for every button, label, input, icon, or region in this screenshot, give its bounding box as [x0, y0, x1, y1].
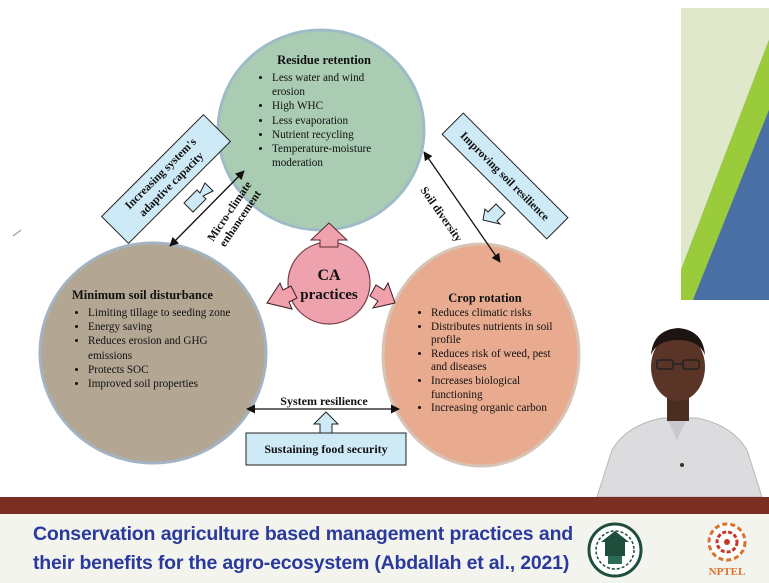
adaptive-capacity-arrow-icon [183, 182, 214, 213]
list-item: Distributes nutrients in soil profile [431, 321, 555, 348]
ca-label: CA [317, 267, 341, 284]
crop-rotation-title: Crop rotation [448, 291, 522, 305]
list-item: Temperature-moisture moderation [272, 142, 392, 170]
soil-resilience-arrow-icon [482, 203, 506, 225]
residue-retention-text: Residue retention Less water and wind er… [256, 53, 392, 170]
list-item: Increases biological functioning [431, 375, 555, 402]
list-item: Reduces risk of weed, pest and diseases [431, 348, 555, 375]
soil-diversity-label: Soil diversity [418, 185, 465, 245]
pen-mark [12, 229, 22, 237]
minimum-soil-disturbance-circle [38, 241, 268, 465]
food-security-callout: Sustaining food security [245, 411, 407, 466]
list-item: High WHC [272, 99, 392, 113]
nptel-logo-icon: NPTEL [707, 522, 747, 578]
list-item: Less water and wind erosion [272, 71, 392, 99]
food-security-text: Sustaining food security [264, 442, 387, 456]
footer-bar [0, 497, 769, 514]
arrow-to-residue-icon [309, 222, 349, 248]
soil-resilience-text: Improving soil resilience [458, 130, 552, 224]
crop-rotation-list: Reduces climatic risks Distributes nutri… [415, 307, 555, 416]
presenter-video [587, 300, 769, 497]
list-item: Less evaporation [272, 114, 392, 128]
soil-diversity-connector [423, 151, 501, 263]
practices-label: practices [300, 287, 358, 303]
list-item: Increasing organic carbon [431, 402, 555, 416]
arrow-to-disturbance-icon [266, 281, 298, 310]
minimum-soil-disturbance-title: Minimum soil disturbance [72, 288, 213, 302]
residue-retention-title: Residue retention [277, 53, 371, 67]
iit-logo-icon [587, 522, 643, 578]
list-item: Protects SOC [88, 363, 252, 377]
slide-title: Conservation agriculture based managemen… [33, 523, 573, 574]
list-item: Limiting tillage to seeding zone [88, 306, 252, 320]
nptel-label: NPTEL [709, 566, 746, 578]
crop-rotation-text: Crop rotation Reduces climatic risks Dis… [415, 291, 555, 416]
minimum-soil-disturbance-list: Limiting tillage to seeding zone Energy … [72, 306, 252, 391]
soil-resilience-callout: Improving soil resilience [441, 112, 569, 240]
system-resilience-label: System resilience [280, 394, 368, 408]
list-item: Energy saving [88, 320, 252, 334]
micro-climate-connector [169, 170, 245, 247]
list-item: Reduces climatic risks [431, 307, 555, 321]
residue-retention-list: Less water and wind erosion High WHC Les… [256, 71, 392, 170]
minimum-soil-disturbance-text: Minimum soil disturbance Limiting tillag… [72, 288, 252, 391]
arrow-to-rotation-icon [369, 281, 396, 309]
list-item: Improved soil properties [88, 377, 252, 391]
list-item: Nutrient recycling [272, 128, 392, 142]
food-security-arrow-icon [312, 411, 340, 434]
list-item: Reduces erosion and GHG emissions [88, 334, 252, 362]
adaptive-capacity-callout: Increasing system's adaptive capacity [100, 113, 232, 245]
